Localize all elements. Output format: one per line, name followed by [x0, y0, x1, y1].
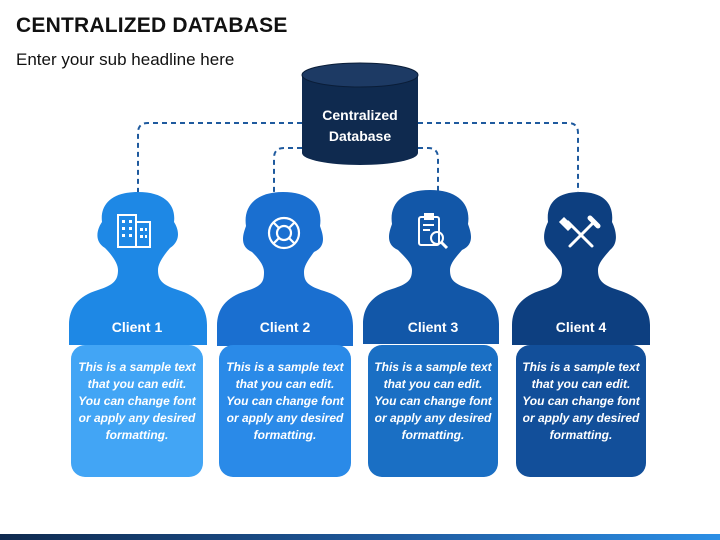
client-1-silhouette: [69, 192, 207, 345]
page-title: CENTRALIZED DATABASE: [16, 14, 288, 37]
client-4-text-box: [516, 345, 646, 477]
footer-accent-bar: [0, 534, 720, 540]
client-2-name: Client 2: [260, 319, 311, 335]
page-subtitle: Enter your sub headline here: [16, 50, 235, 69]
client-4: Client 4: [512, 192, 650, 477]
connector-client-2: [273, 147, 302, 196]
connector-client-4: [418, 122, 579, 192]
client-1-text-box: [71, 345, 203, 477]
database-label-line1: Centralized: [322, 107, 397, 123]
client-3-text-box: [368, 345, 498, 477]
client-2-text-box: [219, 345, 351, 477]
client-1-description: This is a sample text that you can edit.…: [78, 360, 196, 442]
building-icon: [117, 214, 151, 248]
client-3: Client 3: [363, 190, 499, 477]
connector-client-3: [418, 147, 439, 194]
client-4-silhouette: [512, 192, 650, 345]
database-cylinder: Centralized Database: [301, 62, 419, 165]
client-2-silhouette: [217, 192, 353, 346]
database-label-line2: Database: [329, 128, 391, 144]
connector-client-1: [137, 122, 302, 192]
client-4-description: This is a sample text that you can edit.…: [522, 360, 640, 442]
clipboard-search-icon: [418, 213, 449, 250]
client-3-silhouette: [363, 190, 499, 344]
client-1-name: Client 1: [112, 319, 163, 335]
client-4-name: Client 4: [556, 319, 607, 335]
client-3-name: Client 3: [408, 319, 459, 335]
client-2-description: This is a sample text that you can edit.…: [226, 360, 344, 442]
client-1: Client 1: [69, 192, 207, 477]
lifebuoy-icon: [267, 216, 301, 250]
tools-icon: [558, 215, 601, 248]
client-3-description: This is a sample text that you can edit.…: [374, 360, 492, 442]
client-2: Client 2: [217, 192, 353, 477]
